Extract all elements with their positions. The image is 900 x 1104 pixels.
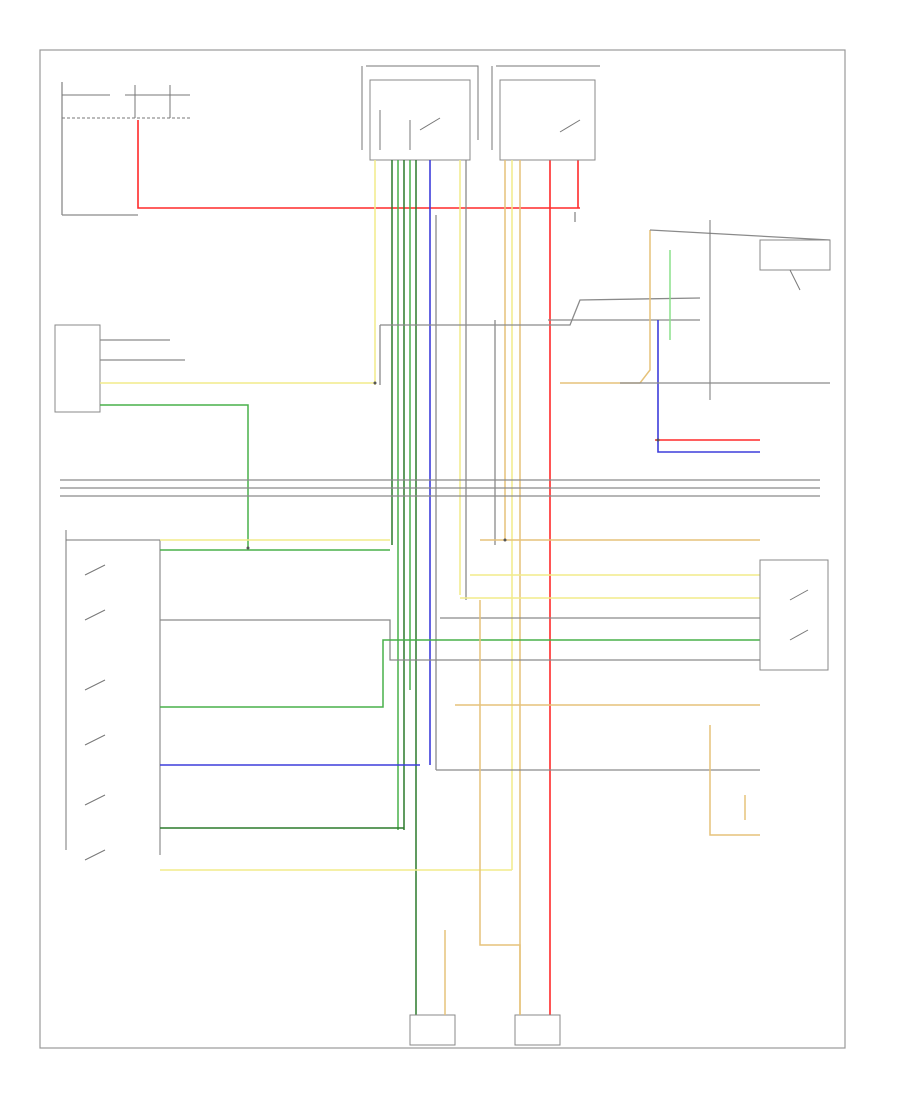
combination-switch xyxy=(65,530,161,861)
right-headlamp xyxy=(479,600,561,1046)
left-headlamp xyxy=(409,930,456,1046)
power-feed-wire xyxy=(137,120,580,209)
fuse-block xyxy=(61,82,190,216)
right-headlamp-relay xyxy=(491,65,600,161)
switch-output-wires xyxy=(160,539,760,871)
relay-wires xyxy=(374,160,521,1015)
splice xyxy=(246,546,250,550)
splice xyxy=(656,438,660,442)
gray-bus xyxy=(60,297,820,497)
head-lamp-switch xyxy=(54,324,375,548)
splice xyxy=(373,381,377,385)
splice xyxy=(503,538,507,542)
left-headlamp-relay xyxy=(361,65,479,161)
diagram-frame xyxy=(39,49,846,1049)
dimmer-switch-wires xyxy=(436,539,829,836)
tail-lamp-relay-area xyxy=(560,220,831,453)
